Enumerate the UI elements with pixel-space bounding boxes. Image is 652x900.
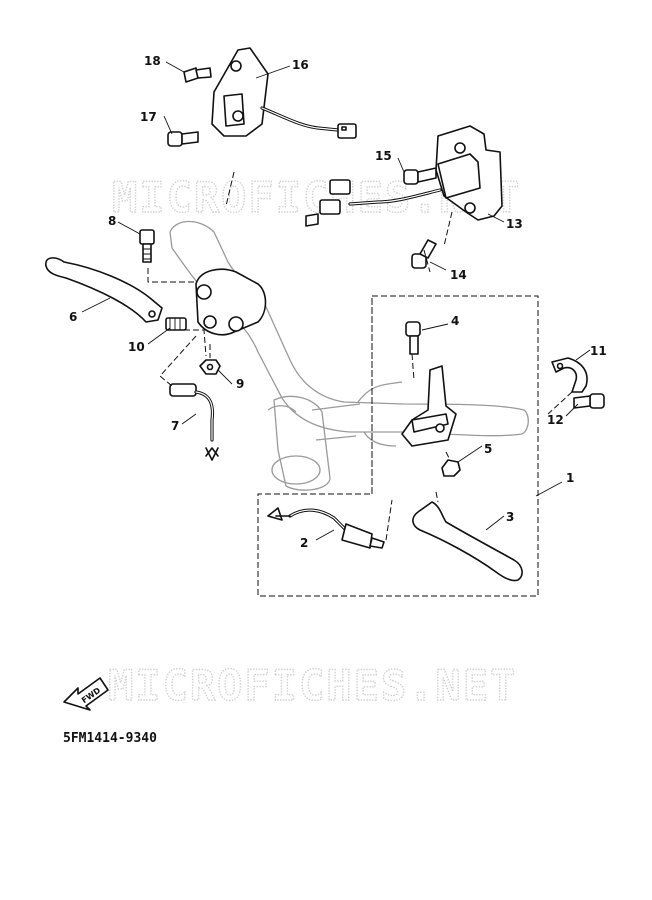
callout-5: 5	[484, 442, 492, 456]
part-2-switch	[267, 507, 385, 549]
callout-11: 11	[590, 344, 607, 358]
part-10-adjuster	[165, 317, 187, 331]
fwd-arrow-icon: FWD	[63, 677, 109, 711]
callout-1: 1	[566, 471, 574, 485]
part-5-nut	[441, 459, 461, 477]
callout-13: 13	[506, 217, 523, 231]
part-12-screw	[573, 393, 605, 409]
watermark-bottom: MICROFICHES.NET	[108, 661, 517, 710]
callout-14: 14	[450, 268, 467, 282]
callout-7: 7	[171, 419, 179, 433]
drawing-code: 5FM1414-9340	[63, 731, 157, 746]
left-lever-bracket	[195, 268, 267, 336]
callout-9: 9	[236, 377, 244, 391]
part-18-screw	[183, 67, 212, 83]
part-16-switch-bracket	[211, 47, 357, 139]
handlebar-outline	[169, 220, 529, 491]
right-lever-bracket	[401, 365, 457, 447]
callout-labels: 1 2 3 4 5 6 7 8 9 10 11 12 13 14 15 16 1…	[69, 54, 607, 550]
left-assembly-dashed-lines	[147, 171, 573, 541]
callout-16: 16	[292, 58, 309, 72]
callout-12: 12	[547, 413, 564, 427]
callout-18: 18	[144, 54, 161, 68]
callout-17: 17	[140, 110, 157, 124]
callout-6: 6	[69, 310, 77, 324]
callout-10: 10	[128, 340, 145, 354]
assembly-1-dashed-outline	[257, 295, 539, 597]
part-6-lever	[45, 257, 163, 323]
part-8-bolt	[139, 229, 155, 263]
part-15-screw	[403, 167, 437, 185]
part-4-bolt	[405, 321, 421, 355]
callout-8: 8	[108, 214, 116, 228]
part-11-clamp	[551, 357, 588, 393]
part-7-switch	[169, 383, 219, 461]
callout-15: 15	[375, 149, 392, 163]
callout-3: 3	[506, 510, 514, 524]
part-14-screw	[411, 239, 437, 269]
callout-2: 2	[300, 536, 308, 550]
callout-4: 4	[451, 314, 459, 328]
part-13-switch-assembly	[305, 125, 503, 227]
leader-lines	[81, 61, 591, 541]
part-3-lever	[412, 501, 523, 582]
part-17-screw	[167, 131, 199, 147]
part-9-nut	[199, 359, 221, 375]
